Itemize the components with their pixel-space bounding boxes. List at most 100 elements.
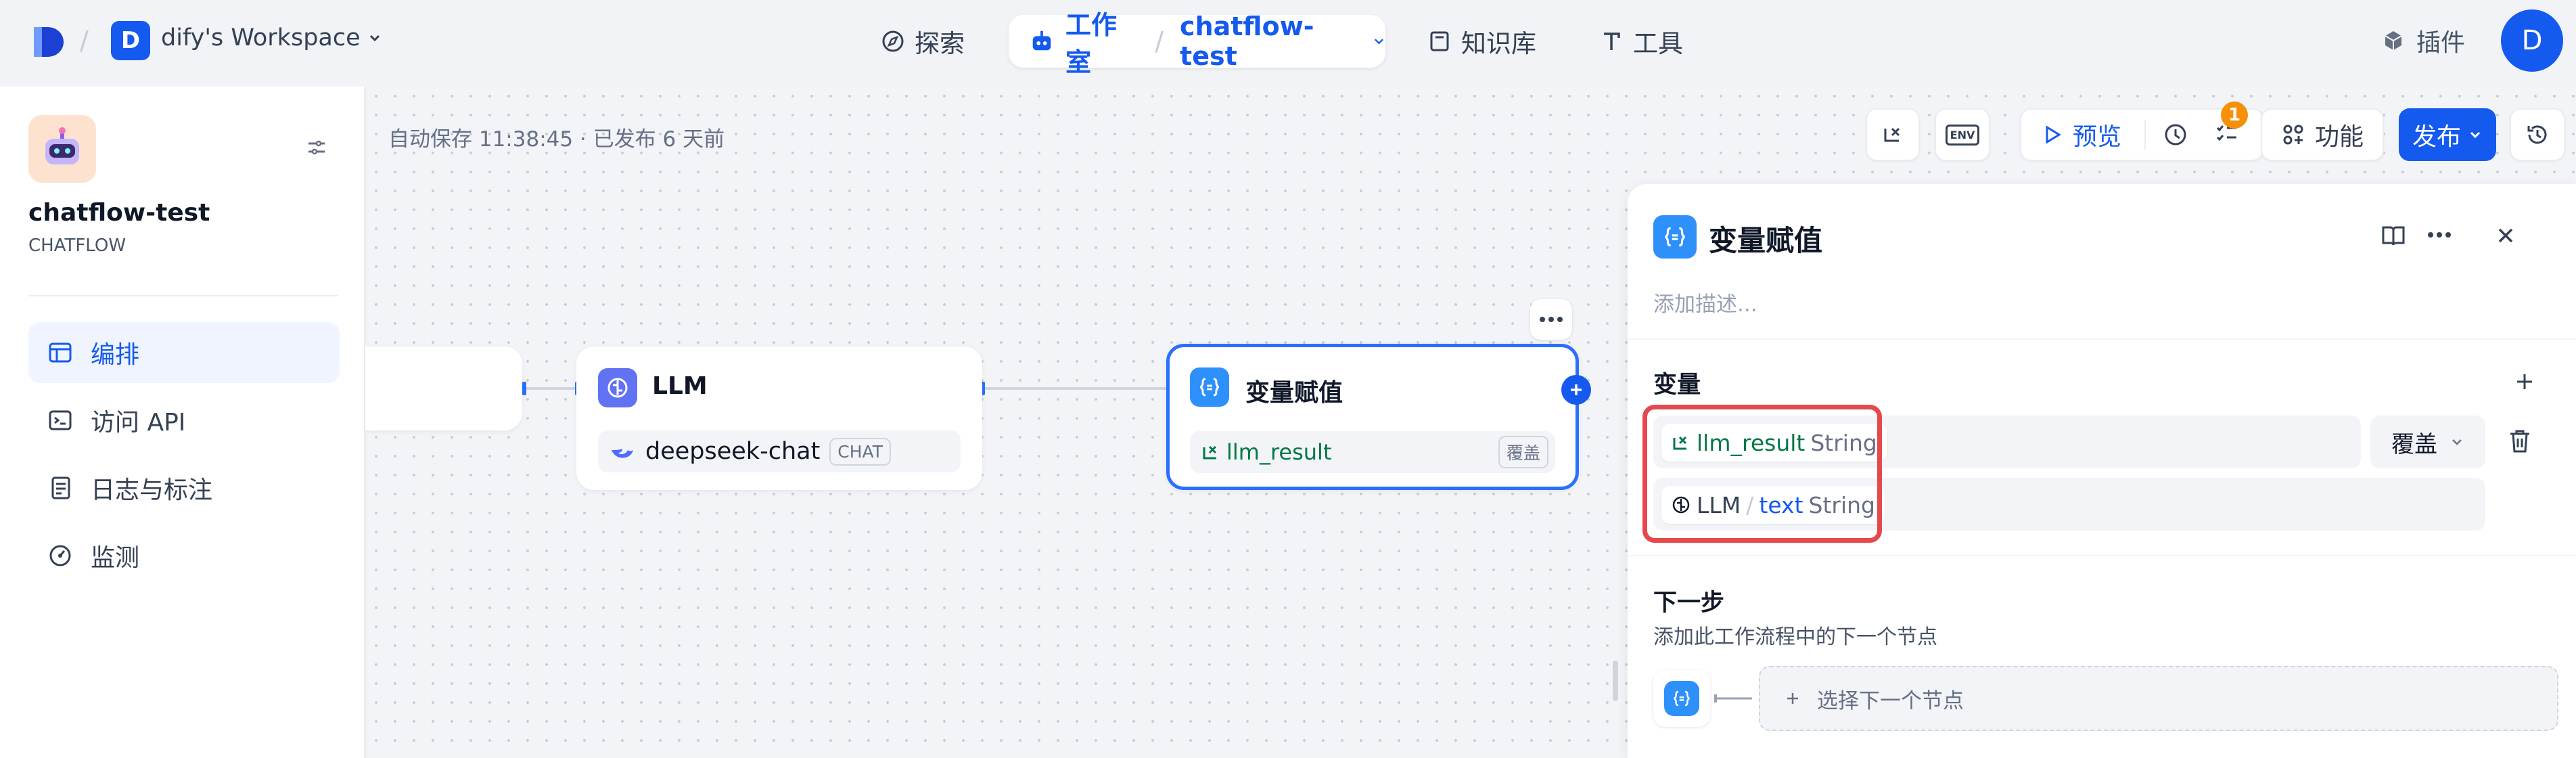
sidebar-item-label: 监测 <box>91 544 140 572</box>
chevron-down-icon <box>369 35 380 42</box>
workspace-avatar[interactable]: D <box>111 21 150 60</box>
assigned-var-type: String <box>1810 429 1877 456</box>
sidebar-item-logs[interactable]: 日志与标注 <box>28 458 340 518</box>
plugins-button[interactable]: 插件 <box>2381 23 2465 58</box>
preview-button[interactable]: 预览 <box>2073 123 2122 151</box>
llm-node-icon <box>598 368 637 407</box>
cube-icon <box>2385 31 2402 50</box>
variable-inspect-button[interactable] <box>1866 108 1920 161</box>
add-next-node-button[interactable] <box>1561 375 1591 405</box>
divider <box>1628 555 2576 556</box>
assigned-var-name: llm_result <box>1697 429 1806 456</box>
variable-assigner-node[interactable]: 变量赋值 llm_result 覆盖 <box>1166 344 1579 490</box>
version-history-button[interactable] <box>2510 108 2565 161</box>
sidebar-item-label: 访问 API <box>91 409 186 437</box>
apps-icon <box>2283 125 2303 145</box>
select-next-node-button[interactable]: 选择下一个节点 <box>1759 666 2558 731</box>
panel-resize-handle[interactable] <box>1613 661 1618 701</box>
node-more-button[interactable] <box>1530 299 1572 340</box>
operation-select[interactable]: 覆盖 <box>2370 416 2485 468</box>
variable-brackets-icon <box>1664 681 1699 716</box>
document-icon <box>51 476 70 499</box>
robot-avatar-icon <box>45 127 79 164</box>
next-step-description: 添加此工作流程中的下一个节点 <box>1653 625 1937 649</box>
assigner-op-tag: 覆盖 <box>1498 436 1548 468</box>
plus-icon <box>1787 693 1798 704</box>
sidebar-item-label: 编排 <box>91 341 140 369</box>
sidebar-toggle-icon[interactable] <box>303 134 330 161</box>
app-breadcrumb[interactable]: chatflow-test <box>1180 12 1314 71</box>
help-doc-icon[interactable] <box>2380 222 2407 249</box>
llm-node[interactable]: LLM deepseek-chat CHAT <box>576 347 982 490</box>
compass-icon <box>882 30 904 52</box>
nav-explore[interactable]: 探索 <box>881 20 965 62</box>
sidebar-item-monitor[interactable]: 监测 <box>28 525 340 586</box>
divider <box>1628 338 2576 340</box>
nav-tools-label: 工具 <box>1633 29 1683 58</box>
variable-brackets-icon <box>1664 227 1686 247</box>
panel-node-icon <box>1653 215 1697 259</box>
source-separator: / <box>1746 491 1754 518</box>
more-horizontal-icon <box>1540 317 1563 322</box>
sidebar-item-api[interactable]: 访问 API <box>28 390 340 451</box>
features-button[interactable]: 功能 <box>2261 108 2384 161</box>
assigner-var-name: llm_result <box>1226 439 1332 465</box>
sidebar-item-orchestrate[interactable]: 编排 <box>28 322 340 383</box>
features-label: 功能 <box>2314 123 2364 151</box>
plugins-label: 插件 <box>2416 29 2466 57</box>
top-bar: / D dify's Workspace 探索 工作室 / chatflow-t… <box>0 0 2576 87</box>
checklist-icon[interactable] <box>2213 121 2240 148</box>
chevron-down-icon[interactable] <box>1373 35 1385 48</box>
studio-breadcrumb[interactable]: 工作室 / chatflow-test <box>1009 10 1385 77</box>
plus-icon <box>1571 384 1582 395</box>
variable-x-icon <box>1884 127 1900 142</box>
env-button[interactable]: ENV <box>1935 108 1990 161</box>
llm-model-name: deepseek-chat <box>645 438 821 465</box>
app-name: chatflow-test <box>28 199 210 227</box>
more-horizontal-icon[interactable] <box>2427 231 2452 238</box>
history-run-icon[interactable] <box>2162 121 2189 148</box>
app-sidebar: chatflow-test CHATFLOW 编排 访问 API 日志与标注 监… <box>0 87 365 758</box>
breadcrumb-separator: / <box>80 26 89 55</box>
close-icon[interactable] <box>2493 223 2518 248</box>
delete-icon[interactable] <box>2507 428 2533 455</box>
variable-brackets-icon <box>1199 378 1220 397</box>
workspace-switcher[interactable]: dify's Workspace <box>161 24 382 51</box>
publish-button[interactable]: 发布 <box>2399 108 2496 161</box>
workspace-name: dify's Workspace <box>161 24 361 51</box>
source-var-name: text <box>1759 491 1803 518</box>
variables-section-title: 变量 <box>1653 372 1701 399</box>
sidebar-item-label: 日志与标注 <box>91 476 213 504</box>
play-icon <box>2046 125 2061 144</box>
highlight-box <box>1642 405 1882 543</box>
variable-x-icon <box>1203 445 1217 460</box>
source-variable-pill[interactable]: LLM / text String <box>1661 486 1885 524</box>
app-type: CHATFLOW <box>28 236 127 256</box>
source-var-type: String <box>1808 491 1875 518</box>
start-node[interactable] <box>365 347 522 430</box>
nav-explore-label: 探索 <box>915 29 965 58</box>
nav-knowledge-label: 知识库 <box>1461 29 1536 58</box>
llm-model-row: deepseek-chat CHAT <box>598 430 961 472</box>
llm-node-title: LLM <box>652 372 708 400</box>
assigner-node-icon <box>1190 367 1229 407</box>
user-avatar[interactable]: D <box>2501 9 2563 72</box>
panel-title[interactable]: 变量赋值 <box>1709 224 1823 257</box>
terminal-icon <box>49 410 72 430</box>
nav-studio[interactable]: 工作室 <box>1065 10 1117 77</box>
nav-knowledge[interactable]: 知识库 <box>1427 20 1536 62</box>
app-icon <box>28 115 96 183</box>
add-variable-icon[interactable] <box>2514 371 2535 393</box>
assigner-var-row: llm_result 覆盖 <box>1190 431 1555 473</box>
autosave-status: 自动保存 11:38:45 · 已发布 6 天前 <box>388 127 725 152</box>
history-icon <box>2527 125 2547 144</box>
assigned-variable-pill[interactable]: llm_result String <box>1661 424 1887 462</box>
nav-tools[interactable]: 工具 <box>1599 20 1683 62</box>
source-node-name: LLM <box>1697 491 1741 518</box>
dify-logo-icon[interactable] <box>31 24 66 60</box>
next-step-title: 下一步 <box>1653 589 1725 617</box>
brain-icon <box>1672 496 1690 514</box>
description-input[interactable]: 添加描述... <box>1653 292 1757 317</box>
gauge-icon <box>49 545 71 566</box>
variable-x-icon <box>1673 436 1687 450</box>
